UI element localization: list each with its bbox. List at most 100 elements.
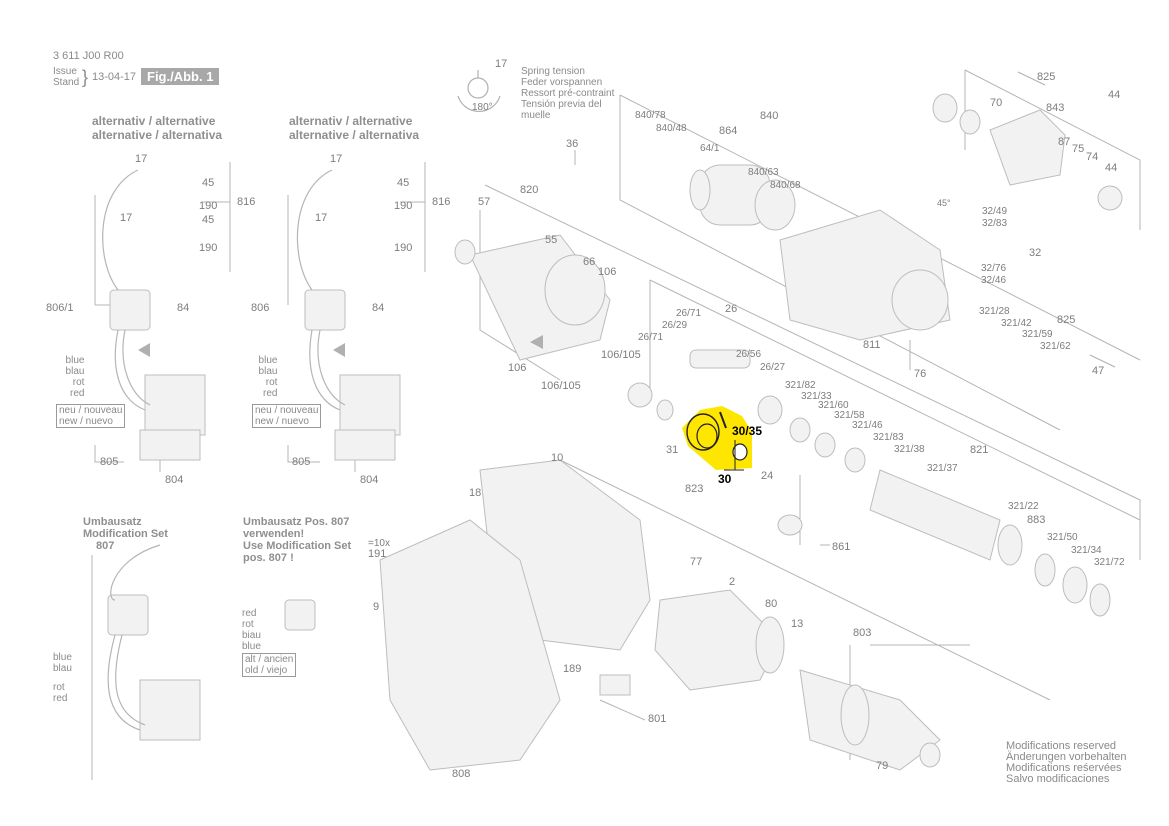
part-label: 106/105 [601, 349, 641, 361]
part-label: 44 [1105, 162, 1118, 174]
part-label: 74 [1086, 151, 1099, 163]
part-label: 106 [508, 362, 527, 374]
note-line: Salvo modificaciones [1006, 773, 1110, 785]
figure-label: Fig./Abb. 1 [141, 68, 220, 85]
wire-label: biau [242, 630, 261, 641]
part-label: 825 [1057, 314, 1076, 326]
part-label: 106/105 [541, 380, 581, 392]
part-label: 26/29 [662, 320, 688, 331]
wire-color-labels: blue blau rot red [60, 355, 85, 399]
wire-label: red [70, 388, 85, 399]
wire-label: rot [53, 682, 65, 693]
issue-label: Issue Stand [53, 66, 79, 88]
alt-heading-mid: alternativ / alternative alternative / a… [289, 114, 419, 142]
note-line: Modifications reśervées [1006, 762, 1122, 774]
part-label: 804 [360, 474, 379, 486]
box-line: new / nuevo [59, 416, 113, 427]
wire-label: blau [65, 366, 85, 377]
spring-line: muelle [521, 110, 551, 121]
part-label: 10 [551, 452, 564, 464]
part-label: 84 [372, 302, 385, 314]
part-label: 190 [394, 200, 413, 212]
part-label: 57 [478, 196, 491, 208]
part-label: 190 [199, 200, 218, 212]
part-label: 26/27 [760, 362, 786, 373]
wire-color-labels: blue blau rot red [253, 355, 278, 399]
modset-note: Umbausatz Pos. 807 verwenden! Use Modifi… [243, 516, 351, 564]
part-label: 26/56 [736, 349, 762, 360]
part-label: 76 [914, 368, 927, 380]
part-label: 840/63 [748, 167, 779, 178]
stand-text: Stand [53, 77, 80, 88]
part-label: 840/78 [635, 110, 666, 121]
part-label: 806 [251, 302, 270, 314]
part-label: 13 [791, 618, 804, 630]
part-label: 66 [583, 256, 596, 268]
wire-label: blue [242, 641, 261, 652]
part-label: 189 [563, 663, 582, 675]
wire-label: red [263, 388, 278, 399]
part-label: 321/58 [834, 410, 865, 421]
part-label: 32/83 [982, 218, 1008, 229]
screw-number: 191 [368, 548, 387, 560]
wire-label: blau [258, 366, 278, 377]
part-label: 70 [990, 97, 1003, 109]
part-label: 864 [719, 125, 738, 137]
issue-text: Issue [53, 66, 77, 77]
part-label: 811 [863, 339, 881, 351]
modset-note-line: pos. 807 ! [243, 552, 294, 564]
issue-date: 13-04-17 [92, 71, 137, 83]
part-label: 321/33 [801, 391, 832, 402]
part-label: 805 [100, 456, 119, 468]
part-label: 321/59 [1022, 329, 1053, 340]
part-label: 321/83 [873, 432, 904, 443]
spring-number: 17 [495, 58, 508, 70]
part-label: 816 [237, 196, 256, 208]
part-label: 840/68 [770, 180, 801, 191]
modset-note-line: verwenden! [243, 528, 305, 540]
wire-label: red [242, 608, 257, 619]
part-label: 190 [394, 242, 413, 254]
wire-color-labels-right: red rot biau blue [242, 608, 261, 652]
wire-label: blue [65, 355, 85, 366]
old-box: alt / ancien old / viejo [242, 653, 297, 677]
spring-line: Feder vorspannen [521, 77, 603, 88]
modset-note-line: Use Modification Set [243, 540, 352, 552]
part-label: 17 [135, 153, 148, 165]
modset-note-line: Umbausatz Pos. 807 [243, 516, 350, 528]
note-line: Modifications reserved [1006, 740, 1117, 752]
part-label: 44 [1108, 89, 1121, 101]
part-label: 31 [666, 444, 679, 456]
wire-color-labels: blue blau rot red [53, 652, 72, 704]
part-label: 75 [1072, 143, 1085, 155]
modset-title-line: Modification Set [83, 528, 168, 540]
alt-heading-left: alternativ / alternative alternative / a… [92, 114, 222, 142]
box-line: alt / ancien [245, 654, 294, 665]
note-line: Änderungen vorbehalten [1006, 751, 1127, 763]
part-label: 32 [1029, 247, 1042, 259]
box-line: neu / nouveau [255, 405, 319, 416]
part-label: 840 [760, 110, 779, 122]
part-label: 321/46 [852, 420, 883, 431]
part-label: 808 [452, 768, 471, 780]
modset-number: 807 [96, 540, 115, 552]
part-label: 806/1 [46, 302, 74, 314]
part-label: 32/49 [982, 206, 1008, 217]
part-label: 17 [315, 212, 328, 224]
part-label: 843 [1046, 102, 1065, 114]
part-label: 26/71 [638, 332, 664, 343]
part-label: 45 [202, 214, 215, 226]
box-line: neu / nouveau [59, 405, 123, 416]
part-label: 77 [690, 556, 703, 568]
box-line: old / viejo [245, 665, 288, 676]
part-label: 821 [970, 444, 989, 456]
wire-label: rot [72, 377, 85, 388]
part-label: 26/71 [676, 308, 702, 319]
wire-label: blau [53, 663, 72, 674]
part-label: 803 [853, 627, 872, 639]
modset-title-line: Umbausatz [83, 516, 142, 528]
part-label: 321/82 [785, 380, 816, 391]
part-label: 17 [120, 212, 133, 224]
part-label: 26 [725, 303, 738, 315]
